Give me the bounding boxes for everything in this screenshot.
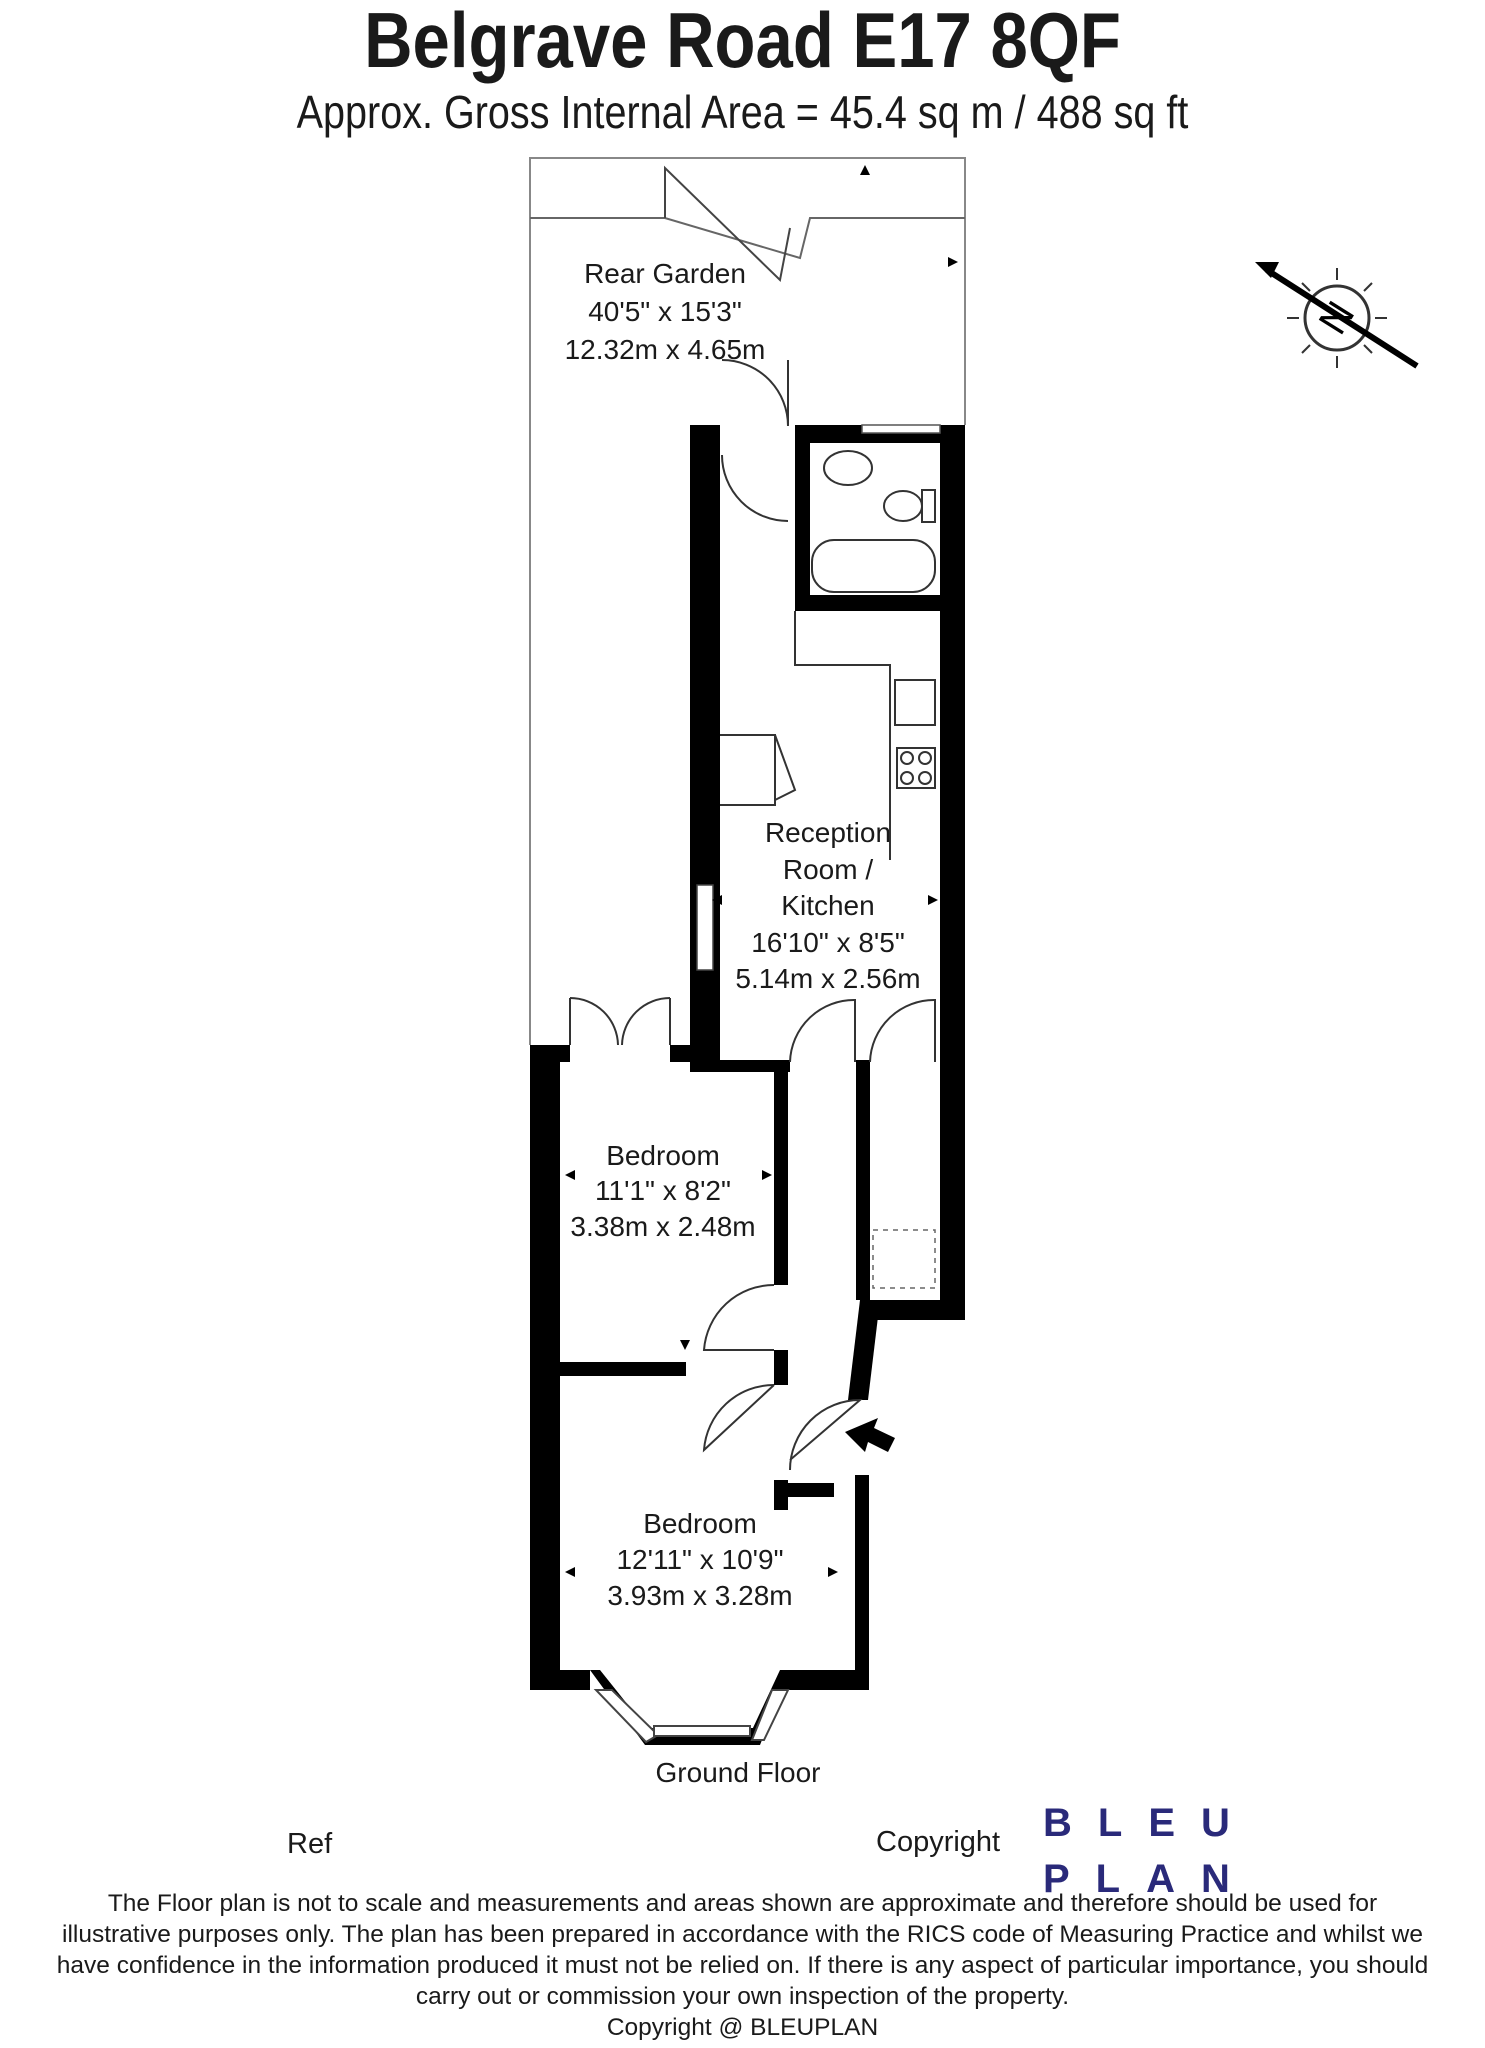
bedroom-1-imperial: 11'1" x 8'2" [595, 1175, 731, 1206]
bedroom-2-metric: 3.93m x 3.28m [607, 1580, 792, 1611]
reception-window [696, 884, 714, 971]
bedroom-1-metric: 3.38m x 2.48m [570, 1211, 755, 1242]
reception-name-line2: Room / [783, 854, 873, 885]
toilet-icon [883, 490, 923, 522]
bay-window [593, 1689, 790, 1744]
disclaimer-line: have confidence in the information produ… [56, 1952, 1429, 1979]
brand-line-1: BLEU [1043, 1801, 1256, 1845]
plan-area-subtitle: Approx. Gross Internal Area = 45.4 sq m … [296, 86, 1189, 138]
rear-garden-imperial: 40'5" x 15'3" [588, 296, 742, 327]
reception-name-line1: Reception [765, 817, 891, 848]
walls [530, 1045, 965, 1745]
basin-icon [823, 450, 873, 486]
reception-metric: 5.14m x 2.56m [735, 963, 920, 994]
plan-title: Belgrave Road E17 8QF [364, 0, 1121, 84]
bedroom-2-imperial: 12'11" x 10'9" [616, 1544, 783, 1575]
ref-label: Ref [287, 1828, 333, 1860]
disclaimer-line: illustrative purposes only. The plan has… [62, 1921, 1423, 1948]
doors [569, 997, 936, 1471]
disclaimer-line: The Floor plan is not to scale and measu… [107, 1890, 1378, 1917]
rear-garden-metric: 12.32m x 4.65m [565, 334, 766, 365]
rear-garden-name: Rear Garden [584, 258, 746, 289]
bathroom [690, 424, 965, 1320]
copyright-label: Copyright [876, 1826, 1001, 1858]
bedroom-2-name: Bedroom [643, 1508, 757, 1539]
disclaimer-line: carry out or commission your own inspect… [415, 1983, 1070, 2010]
disclaimer-copyright: Copyright @ BLEUPLAN [606, 2014, 879, 2041]
floor-label: Ground Floor [656, 1757, 821, 1788]
entrance-arrow-icon [845, 1418, 895, 1452]
store-cupboard [872, 1229, 936, 1289]
bath-icon [811, 539, 936, 593]
kitchen-fittings [720, 611, 936, 860]
brand-logo: BLEU PLAN [1043, 1795, 1256, 1907]
rear-garden-outline [529, 157, 966, 1045]
back-door-icon [721, 359, 789, 522]
sink-icon [894, 679, 936, 726]
brand-line-2: PLAN [1043, 1857, 1256, 1901]
bedroom-1-name: Bedroom [606, 1140, 720, 1171]
compass-icon: N [1255, 262, 1419, 369]
hob-icon [896, 747, 936, 789]
disclaimer: The Floor plan is not to scale and measu… [0, 1888, 1485, 2043]
dimension-ticks [565, 165, 958, 1577]
reception-imperial: 16'10" x 8'5" [751, 927, 905, 958]
reception-name-line3: Kitchen [781, 890, 874, 921]
